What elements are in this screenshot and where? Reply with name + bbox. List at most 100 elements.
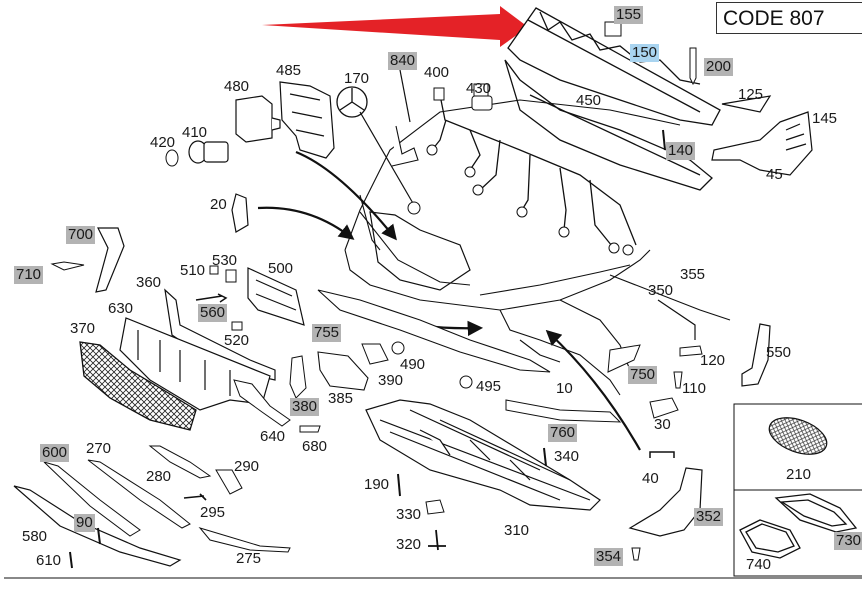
part-700-trim[interactable] <box>95 227 125 293</box>
label-40[interactable]: 40 <box>642 470 659 487</box>
label-310[interactable]: 310 <box>504 522 530 539</box>
label-710[interactable]: 710 <box>14 266 44 284</box>
part-40-clip[interactable] <box>649 451 675 458</box>
part-385-bracket[interactable] <box>317 351 369 391</box>
label-275[interactable]: 275 <box>236 550 262 567</box>
label-580[interactable]: 580 <box>22 528 48 545</box>
part-580-trim[interactable] <box>13 485 182 567</box>
label-730[interactable]: 730 <box>834 532 862 550</box>
label-200[interactable]: 200 <box>704 58 734 76</box>
label-530[interactable]: 530 <box>212 252 238 269</box>
part-640-strip[interactable] <box>233 379 291 427</box>
label-10[interactable]: 10 <box>556 380 573 397</box>
part-125-bracket[interactable] <box>721 95 772 113</box>
part-310-undertray[interactable] <box>365 399 601 511</box>
label-640[interactable]: 640 <box>260 428 286 445</box>
part-520-clip[interactable] <box>231 321 243 331</box>
label-430[interactable]: 430 <box>466 80 492 97</box>
label-420[interactable]: 420 <box>150 134 176 151</box>
part-550-bracket[interactable] <box>741 323 771 387</box>
label-320[interactable]: 320 <box>396 536 422 553</box>
part-680-clip[interactable] <box>299 425 321 433</box>
label-610[interactable]: 610 <box>36 552 62 569</box>
part-330-clip[interactable] <box>425 499 445 515</box>
label-410[interactable]: 410 <box>182 124 208 141</box>
part-354-screw[interactable] <box>631 547 641 561</box>
label-400[interactable]: 400 <box>424 64 450 81</box>
label-354[interactable]: 354 <box>594 548 624 566</box>
label-560[interactable]: 560 <box>198 304 228 322</box>
part-90-bolt[interactable] <box>97 527 101 545</box>
label-350[interactable]: 350 <box>648 282 674 299</box>
label-380[interactable]: 380 <box>290 398 320 416</box>
label-145[interactable]: 145 <box>812 110 838 127</box>
part-155-clip[interactable] <box>604 21 622 37</box>
part-275-strip[interactable] <box>198 527 291 553</box>
part-750-trim[interactable] <box>607 344 641 373</box>
label-490[interactable]: 490 <box>400 356 426 373</box>
label-170[interactable]: 170 <box>344 70 370 87</box>
part-370-grille[interactable] <box>79 341 197 431</box>
label-480[interactable]: 480 <box>224 78 250 95</box>
label-155[interactable]: 155 <box>614 6 644 24</box>
label-340[interactable]: 340 <box>554 448 580 465</box>
part-510-bolt[interactable] <box>209 265 219 275</box>
label-390[interactable]: 390 <box>378 372 404 389</box>
label-700[interactable]: 700 <box>66 226 96 244</box>
part-320-bolt[interactable] <box>428 529 446 551</box>
label-510[interactable]: 510 <box>180 262 206 279</box>
label-840[interactable]: 840 <box>388 52 418 70</box>
label-30[interactable]: 30 <box>654 416 671 433</box>
part-120-clip[interactable] <box>679 345 703 357</box>
part-495-fog[interactable] <box>459 375 473 389</box>
part-755-trim[interactable] <box>317 289 551 373</box>
part-560-screw[interactable] <box>195 293 228 303</box>
label-352[interactable]: 352 <box>694 508 724 526</box>
label-450[interactable]: 450 <box>576 92 602 109</box>
part-530-clip[interactable] <box>225 269 237 283</box>
part-480-module[interactable] <box>235 95 281 143</box>
label-485[interactable]: 485 <box>276 62 302 79</box>
part-430-sensor[interactable] <box>471 95 493 111</box>
label-600[interactable]: 600 <box>40 444 70 462</box>
part-352-bracket[interactable] <box>628 467 703 537</box>
part-210-grille[interactable] <box>764 411 831 462</box>
label-150[interactable]: 150 <box>630 44 660 62</box>
label-355[interactable]: 355 <box>680 266 706 283</box>
label-495[interactable]: 495 <box>476 378 502 395</box>
part-390-490-lamp[interactable] <box>361 341 405 365</box>
part-420-ring[interactable] <box>165 149 179 167</box>
label-330[interactable]: 330 <box>396 506 422 523</box>
part-500-plate-holder[interactable] <box>247 267 305 326</box>
part-140-screw[interactable] <box>662 129 666 151</box>
part-145-bracket[interactable] <box>711 111 813 176</box>
label-370[interactable]: 370 <box>70 320 96 337</box>
label-750[interactable]: 750 <box>628 366 658 384</box>
label-125[interactable]: 125 <box>738 86 764 103</box>
part-410-sensor[interactable] <box>188 140 229 164</box>
part-190-bolt[interactable] <box>397 473 401 497</box>
part-295-screw[interactable] <box>183 493 207 501</box>
label-740[interactable]: 740 <box>746 556 772 573</box>
label-520[interactable]: 520 <box>224 332 250 349</box>
part-630-carrier[interactable] <box>119 317 271 411</box>
part-710-clip[interactable] <box>50 261 85 271</box>
part-280-strip[interactable] <box>148 445 212 479</box>
part-610-bolt[interactable] <box>69 551 73 569</box>
label-210[interactable]: 210 <box>786 466 812 483</box>
label-295[interactable]: 295 <box>200 504 226 521</box>
label-630[interactable]: 630 <box>108 300 134 317</box>
part-30-cover[interactable] <box>649 397 679 419</box>
label-45[interactable]: 45 <box>766 166 783 183</box>
label-270[interactable]: 270 <box>86 440 112 457</box>
label-290[interactable]: 290 <box>234 458 260 475</box>
label-680[interactable]: 680 <box>302 438 328 455</box>
label-360[interactable]: 360 <box>136 274 162 291</box>
label-755[interactable]: 755 <box>312 324 342 342</box>
label-190[interactable]: 190 <box>364 476 390 493</box>
label-110[interactable]: 110 <box>682 380 706 397</box>
label-120[interactable]: 120 <box>700 352 726 369</box>
label-140[interactable]: 140 <box>666 142 696 160</box>
label-500[interactable]: 500 <box>268 260 294 277</box>
label-760[interactable]: 760 <box>548 424 578 442</box>
